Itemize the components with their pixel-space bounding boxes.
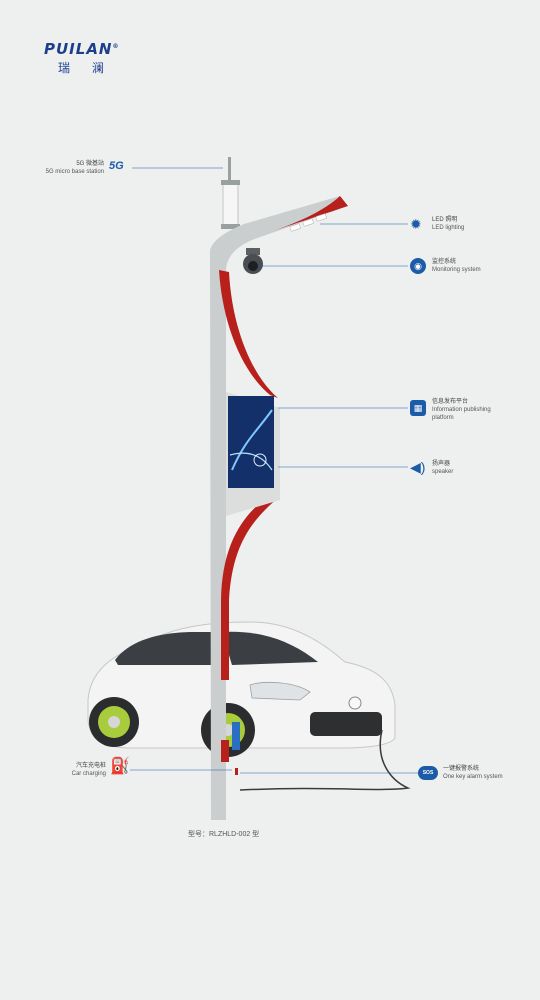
callout-led-lighting: LED 照明 LED lighting xyxy=(432,217,465,231)
led-lamp-head xyxy=(289,213,327,232)
charging-socket xyxy=(232,722,240,750)
callout-monitoring: 监控系统 Monitoring system xyxy=(432,259,481,273)
sun-icon: ✹ xyxy=(410,216,422,232)
5g-icon: 5G xyxy=(109,160,124,172)
charging-cable xyxy=(239,729,411,791)
callout-speaker: 扬声器 speaker xyxy=(432,461,454,475)
callout-car-charging: 汽车充电桩 Car charging xyxy=(71,763,106,777)
pole-red-trim xyxy=(270,196,348,232)
speaker-icon: ◀) xyxy=(410,459,426,475)
brand-name-cn: 瑞 澜 xyxy=(58,61,113,75)
car-illustration xyxy=(87,621,396,757)
leader-lines xyxy=(130,167,420,774)
callout-info-platform: 信息发布平台 Information publishing platform xyxy=(432,399,491,421)
antenna-mast xyxy=(228,157,231,181)
model-number: 型号：RLZHLD-002 型 xyxy=(188,831,260,838)
5g-radio-module xyxy=(222,181,239,229)
dome-camera xyxy=(243,248,263,274)
charger-icon: ⛽ xyxy=(110,758,130,775)
brand-name-en: PUILAN® xyxy=(44,40,120,58)
callout-one-key-alarm: 一键报警系统 One key alarm system xyxy=(443,766,503,780)
led-display xyxy=(228,396,274,488)
screen-icon: ▦ xyxy=(410,400,426,416)
brand-logo: PUILAN® 瑞 澜 xyxy=(44,40,124,76)
camera-icon: ◉ xyxy=(410,258,426,274)
sos-icon: SOS xyxy=(418,766,438,780)
callout-5g-base-station: 5G 微基站 5G micro base station xyxy=(45,161,104,175)
